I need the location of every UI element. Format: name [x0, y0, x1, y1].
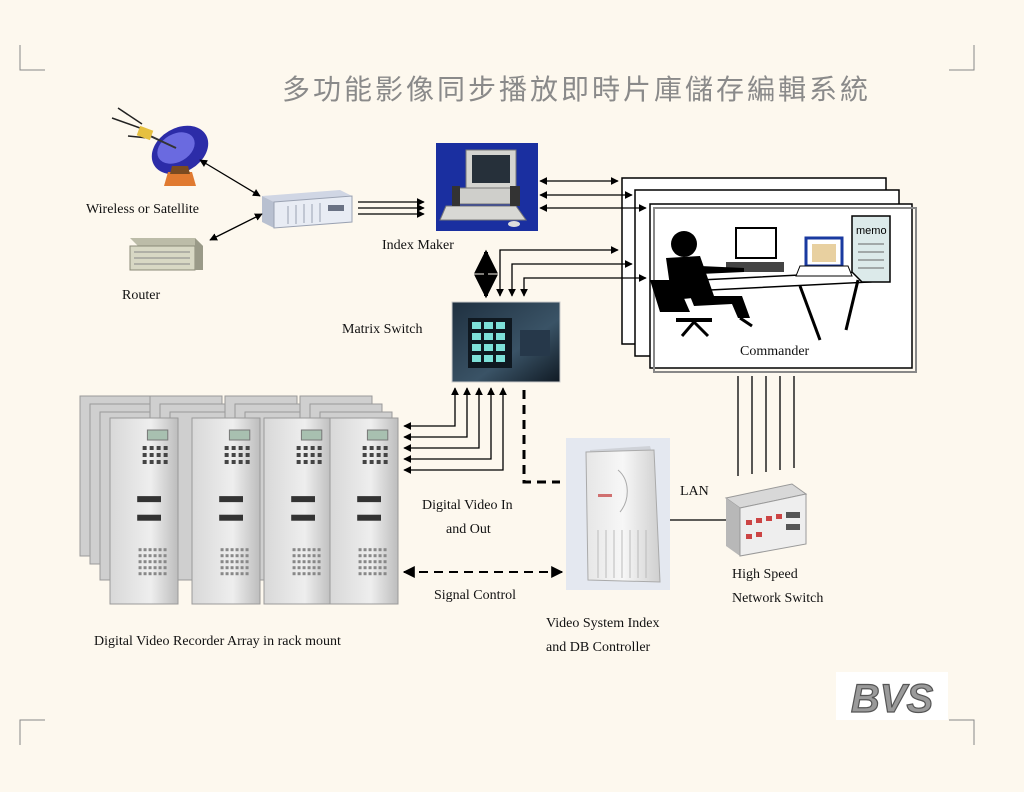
matrix-switch-label: Matrix Switch: [342, 322, 423, 337]
signal-control-dashed-link: [522, 390, 560, 484]
connectors: [199, 159, 795, 521]
dvr-array-label: Digital Video Recorder Array in rack mou…: [94, 634, 341, 649]
video-system-index-label-line1: Video System Index: [546, 616, 660, 631]
network-switch-label-line2: Network Switch: [732, 591, 824, 606]
digital-video-io-label-line1: Digital Video In: [422, 498, 513, 513]
router-label: Router: [122, 288, 161, 303]
dvr-rack-unit: [109, 417, 179, 605]
dvr-rack-unit: [329, 417, 399, 605]
network-switch-icon: [724, 483, 808, 557]
commander-label: Commander: [740, 344, 810, 359]
matrix-switch-icon: [451, 301, 561, 383]
lan-label: LAN: [680, 484, 709, 499]
dvr-rack-unit: [191, 417, 261, 605]
bvs-logo: BVS: [836, 672, 948, 722]
wireless-satellite-label: Wireless or Satellite: [86, 202, 199, 217]
index-maker-label: Index Maker: [382, 238, 454, 253]
signal-control-label: Signal Control: [434, 588, 517, 603]
crop-marks: [19, 45, 975, 745]
video-system-index-label-line2: and DB Controller: [546, 640, 651, 655]
index-maker-computer-icon: [436, 143, 538, 231]
memo-note-text: memo: [856, 225, 887, 237]
router-icon: [129, 238, 203, 271]
bvs-logo-text: BVS: [851, 677, 934, 721]
page-title: 多功能影像同步播放即時片庫儲存編輯系統: [282, 73, 872, 106]
satellite-dish-icon: [111, 107, 209, 186]
commander-operator-icon: memo: [650, 215, 891, 341]
dvr-rack-unit: [263, 417, 333, 605]
digital-video-io-label-line2: and Out: [446, 522, 491, 537]
dvr-rack-array-icon: [79, 395, 399, 605]
video-system-index-tower-icon: [566, 438, 670, 590]
rack-server-icon: [262, 190, 353, 229]
network-switch-label-line1: High Speed: [732, 567, 798, 582]
